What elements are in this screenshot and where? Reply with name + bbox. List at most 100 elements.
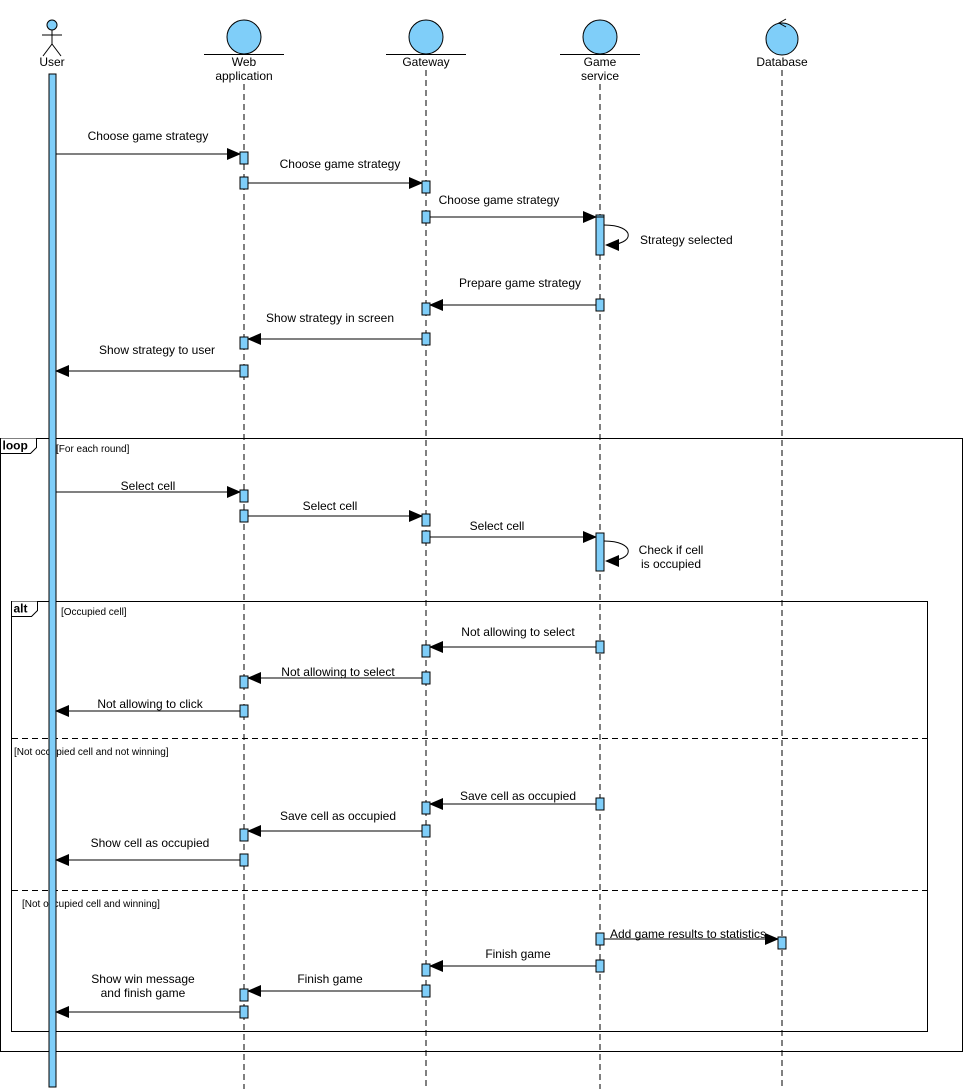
activation-box-source [421, 984, 431, 998]
boundary-icon [204, 19, 284, 55]
message-label: Save cell as occupied [460, 789, 576, 803]
alt-guard-winning: [Not occupied cell and winning] [22, 899, 160, 910]
alt-guard-not-winning: [Not occupied cell and not winning] [14, 747, 169, 758]
activation-box-target [239, 988, 249, 1002]
message-12: Not allowing to select [429, 625, 596, 653]
message-label: is occupied [641, 557, 701, 571]
loop-fragment [0, 438, 963, 1052]
alt-guard-occupied: [Occupied cell] [61, 607, 127, 618]
participant-gateway: Gateway [386, 19, 466, 69]
message-label: Show strategy in screen [266, 311, 394, 325]
message-label: Finish game [297, 972, 363, 986]
message-label: Show strategy to user [99, 343, 215, 357]
activation-box-target [239, 336, 249, 350]
message-17: Show cell as occupied [55, 836, 240, 866]
message-5: Prepare game strategy [429, 276, 596, 311]
message-label: Strategy selected [640, 233, 733, 247]
message-label: Not allowing to select [281, 665, 395, 679]
self-message-arrow [603, 540, 629, 567]
message-20: Finish game [247, 972, 422, 997]
activation-box-source [595, 298, 605, 312]
activation-box-source [421, 824, 431, 838]
activation-box-source [239, 1005, 249, 1019]
message-label: Select cell [121, 479, 176, 493]
activation-box-source [239, 704, 249, 718]
participant-label: Database [756, 55, 808, 69]
activation-box-source [421, 210, 431, 224]
message-16: Save cell as occupied [247, 809, 422, 837]
loop-guard: [For each round] [56, 444, 130, 455]
activation-box-target [421, 801, 431, 815]
activation-box-source [421, 332, 431, 346]
message-7: Show strategy to user [55, 343, 240, 377]
activation-box-source [239, 509, 249, 523]
message-1: Choose game strategy [56, 129, 241, 160]
participant-label: Game [584, 55, 617, 69]
activation-box-source [595, 797, 605, 811]
message-label: Choose game strategy [280, 157, 401, 171]
activation-bar-game [595, 532, 605, 572]
activation-box-source [421, 530, 431, 544]
message-label: Not allowing to select [461, 625, 575, 639]
message-label: and finish game [101, 986, 186, 1000]
participant-label: service [581, 69, 619, 83]
activation-box-target [421, 513, 431, 527]
activation-box-target [421, 644, 431, 658]
message-label: Show win message [91, 972, 195, 986]
activation-box-source [239, 364, 249, 378]
loop-operator: loop [0, 438, 37, 454]
message-6: Show strategy in screen [247, 311, 422, 345]
message-18: Add game results to statistics [604, 927, 779, 945]
message-9: Select cell [248, 499, 423, 522]
message-3: Choose game strategy [430, 193, 597, 223]
activation-box-target [421, 180, 431, 194]
activation-box-target [421, 963, 431, 977]
message-10: Select cell [430, 519, 597, 543]
actor-icon [42, 19, 62, 57]
activation-box-source [239, 176, 249, 190]
message-4: Strategy selected [595, 216, 733, 256]
self-message-arrow [603, 224, 629, 251]
participant-label: Web [232, 55, 257, 69]
activation-box-target [239, 489, 249, 503]
boundary-icon [386, 19, 466, 55]
boundary-icon [560, 19, 640, 55]
activation-box-target [239, 675, 249, 689]
message-label: Save cell as occupied [280, 809, 396, 823]
alt-fragment [11, 601, 928, 1032]
message-15: Save cell as occupied [429, 789, 596, 810]
activation-box-source [595, 959, 605, 973]
message-label: Finish game [485, 947, 551, 961]
alt-operator: alt [11, 601, 38, 617]
activation-box-source [595, 932, 605, 946]
activation-box-target [421, 302, 431, 316]
alt-operator-label: alt [14, 602, 28, 616]
activation-box-target [777, 936, 787, 950]
message-label: Choose game strategy [88, 129, 209, 143]
message-label: Check if cell [639, 543, 704, 557]
participant-db: Database [756, 18, 808, 69]
activation-bar-user [48, 73, 57, 1088]
participant-label: application [215, 69, 272, 83]
message-2: Choose game strategy [248, 157, 423, 189]
participant-user: User [39, 19, 65, 69]
message-label: Select cell [303, 499, 358, 513]
message-label: Choose game strategy [439, 193, 560, 207]
message-label: Add game results to statistics [610, 927, 766, 941]
activation-box-source [239, 853, 249, 867]
activation-box-source [595, 640, 605, 654]
message-label: Show cell as occupied [91, 836, 210, 850]
participant-label: User [39, 55, 64, 69]
activation-bar-game [595, 216, 605, 256]
activation-box-source [421, 671, 431, 685]
loop-operator-label: loop [3, 439, 28, 453]
message-13: Not allowing to select [247, 665, 422, 684]
activation-box-target [239, 151, 249, 165]
message-label: Not allowing to click [97, 697, 203, 711]
message-8: Select cell [56, 479, 241, 498]
